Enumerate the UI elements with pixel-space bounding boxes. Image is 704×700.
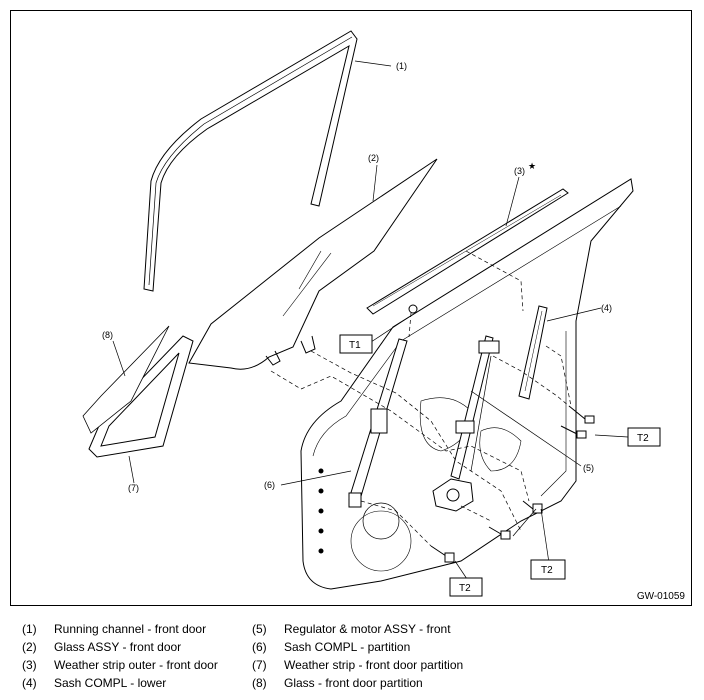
glass-assy-part [188,158,438,370]
callout-3: (3) [514,166,525,176]
callout-7: (7) [128,483,139,493]
diagram-frame: (1) (2) (3) ★ (4) (5) (6) (7) (8) T1 T2 … [10,10,692,606]
glass-partition-part [82,325,170,434]
legend-item: (2)Glass ASSY - front door [22,640,182,654]
legend-item: (4)Sash COMPL - lower [22,676,167,690]
bolt-icon [488,526,511,540]
legend-item: (5)Regulator & motor ASSY - front [252,622,451,636]
callout-6: (6) [264,480,275,490]
bolt-icons [430,405,595,563]
legend-item: (1)Running channel - front door [22,622,207,636]
callout-labels: (1) (2) (3) ★ (4) (5) (6) (7) (8) [102,61,612,493]
star-mark: ★ [528,161,536,171]
svg-text:T1: T1 [349,340,361,351]
svg-text:T2: T2 [637,433,649,444]
exploded-view-drawing: (1) (2) (3) ★ (4) (5) (6) (7) (8) T1 T2 … [82,30,661,597]
callout-2: (2) [368,153,379,163]
bolt-icon [522,500,543,514]
callout-8: (8) [102,330,113,340]
legend-item: (6)Sash COMPL - partition [252,640,411,654]
leader-lines [112,60,629,580]
torque-box-t2-middle: T2 [530,559,566,580]
assembly-dashed-lines [270,250,572,547]
regulator-motor-part [432,335,500,512]
svg-text:T2: T2 [541,565,553,576]
legend-item: (8)Glass - front door partition [252,676,423,690]
sash-compl-lower-part [518,305,548,400]
door-panel-part [300,178,634,590]
svg-text:T2: T2 [459,583,471,594]
legend-item: (3)Weather strip outer - front door [22,658,218,672]
callout-1: (1) [396,61,407,71]
torque-box-t1: T1 [339,334,373,354]
bolt-icon [568,405,595,424]
figure-id: GW-01059 [636,591,685,602]
bolt-icon [430,545,455,563]
torque-box-t2-bottom: T2 [449,577,483,597]
sash-compl-partition-part [348,304,418,508]
bolt-icon [560,425,587,439]
legend-item: (7)Weather strip - front door partition [252,658,464,672]
running-channel-part [143,30,358,292]
torque-box-t2-right: T2 [627,427,661,447]
callout-4: (4) [601,303,612,313]
callout-5: (5) [583,463,594,473]
